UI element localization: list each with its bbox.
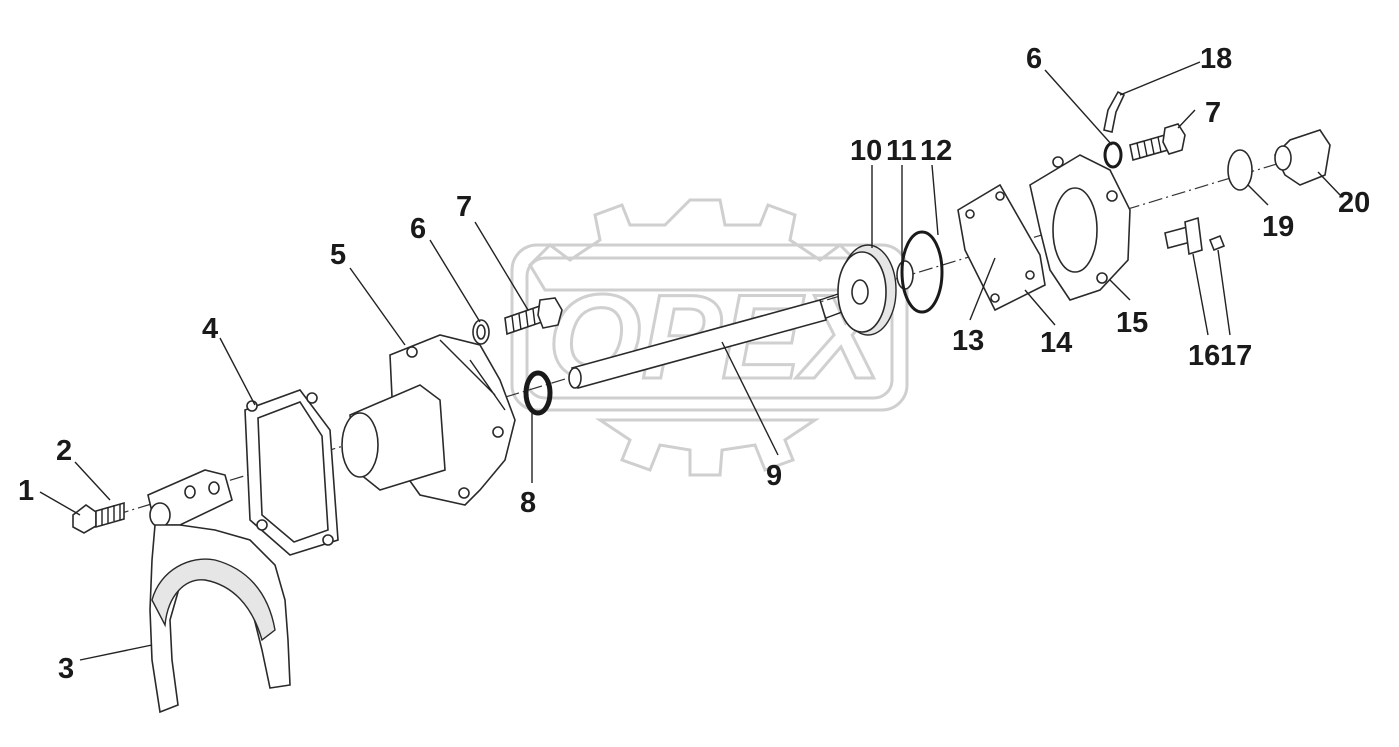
- callout-2: 2: [56, 435, 72, 467]
- part-18-pipe: [1103, 90, 1126, 133]
- part-4-gasket: [244, 389, 339, 556]
- leader-lines: [39, 61, 1341, 661]
- part-17-plug: [1208, 234, 1226, 252]
- callout-6-left: 6: [410, 213, 426, 245]
- callout-3: 3: [58, 653, 74, 685]
- part-19-o-ring: [1227, 149, 1253, 191]
- callout-19: 19: [1262, 211, 1294, 243]
- callout-10: 10: [850, 135, 882, 167]
- part-7-bolt-right: [1129, 123, 1186, 162]
- callout-18: 18: [1200, 43, 1232, 75]
- callout-20: 20: [1338, 187, 1370, 219]
- callout-14: 14: [1040, 327, 1072, 359]
- part-12-o-ring: [900, 230, 944, 314]
- callout-16: 16: [1188, 340, 1220, 372]
- part-1-bolt: [72, 501, 125, 534]
- callout-17: 17: [1220, 340, 1252, 372]
- callout-9: 9: [766, 460, 782, 492]
- part-3-shift-fork: [147, 469, 291, 714]
- part-5-housing: [341, 334, 516, 506]
- part-7-bolt-left: [504, 297, 563, 336]
- callout-5: 5: [330, 239, 346, 271]
- part-6-washer-left: [472, 319, 490, 345]
- callout-15: 15: [1116, 307, 1148, 339]
- callout-6-right: 6: [1026, 43, 1042, 75]
- part-15-rear-housing: [1029, 154, 1131, 301]
- watermark-frame-inner: [525, 256, 894, 400]
- part-10-disc: [837, 244, 897, 336]
- callout-4: 4: [202, 313, 218, 345]
- callout-8: 8: [520, 487, 536, 519]
- callout-11: 11: [886, 135, 917, 167]
- callout-7-left: 7: [456, 191, 472, 223]
- callout-13: 13: [952, 325, 984, 357]
- part-6-washer-right: [1103, 141, 1123, 169]
- part-16-tee-fitting: [1164, 216, 1203, 256]
- callout-1: 1: [18, 475, 34, 507]
- part-20-end-cap: [1274, 129, 1331, 186]
- part-14-cover-plate: [957, 183, 1046, 312]
- watermark-gear-bottom-icon: [595, 418, 820, 477]
- part-8-o-ring: [523, 370, 553, 416]
- callout-labels: 1 2 3 4 5 6 7 8 9 10 11 12 13 14 15 16 1…: [18, 43, 1370, 685]
- part-11-ring: [896, 260, 914, 290]
- callout-7-right: 7: [1205, 97, 1221, 129]
- callout-12: 12: [920, 135, 952, 167]
